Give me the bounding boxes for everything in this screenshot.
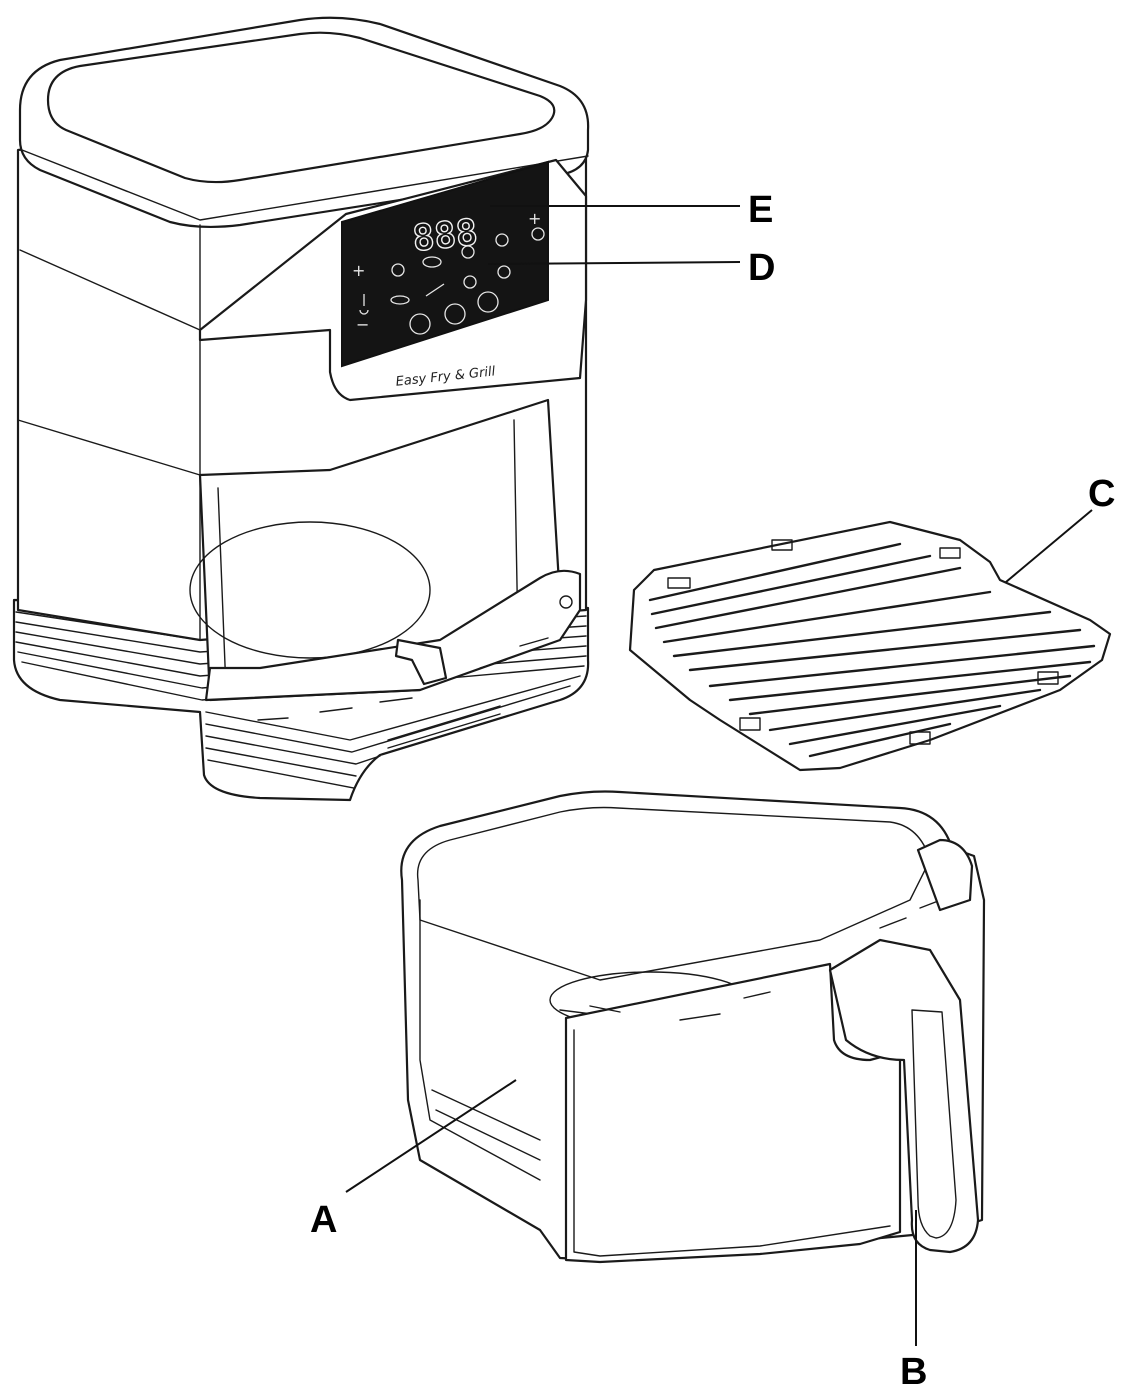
thermometer-icon — [359, 294, 369, 315]
callout-label-e: E — [748, 189, 773, 231]
grill-plate — [628, 520, 1112, 772]
callout-label-b: B — [900, 1351, 927, 1389]
callout-line-c — [1005, 509, 1093, 583]
minus-icon: − — [356, 315, 369, 334]
fries-icon — [391, 263, 405, 277]
air-fryer-body: 888 + − + Easy Fry & Grill — [12, 16, 590, 802]
grill-button-icon — [477, 291, 499, 313]
fish-icon — [390, 295, 410, 305]
clock-icon — [531, 227, 545, 241]
callout-label-a: A — [310, 1199, 337, 1241]
chicken-icon — [461, 245, 475, 259]
dehydrate-icon — [497, 265, 511, 279]
callout-line-a — [345, 1079, 517, 1193]
plus-icon-right: + — [528, 209, 541, 228]
plus-icon: + — [352, 261, 365, 280]
display-digits: 888 — [411, 212, 480, 260]
control-panel — [341, 160, 549, 368]
power-button-icon — [444, 303, 466, 325]
callout-line-d — [487, 261, 741, 265]
steak-icon — [422, 256, 442, 268]
panel-icons: + − + — [352, 209, 545, 335]
callout-label-c: C — [1088, 473, 1115, 515]
callout-label-d: D — [748, 247, 775, 289]
vegetable-icon — [463, 275, 477, 289]
fryer-basket — [400, 790, 986, 1264]
timer-icon — [495, 233, 509, 247]
callouts: E D C A B — [310, 189, 1115, 1389]
skewer-icon — [425, 283, 445, 297]
air-fry-button-icon — [409, 313, 431, 335]
